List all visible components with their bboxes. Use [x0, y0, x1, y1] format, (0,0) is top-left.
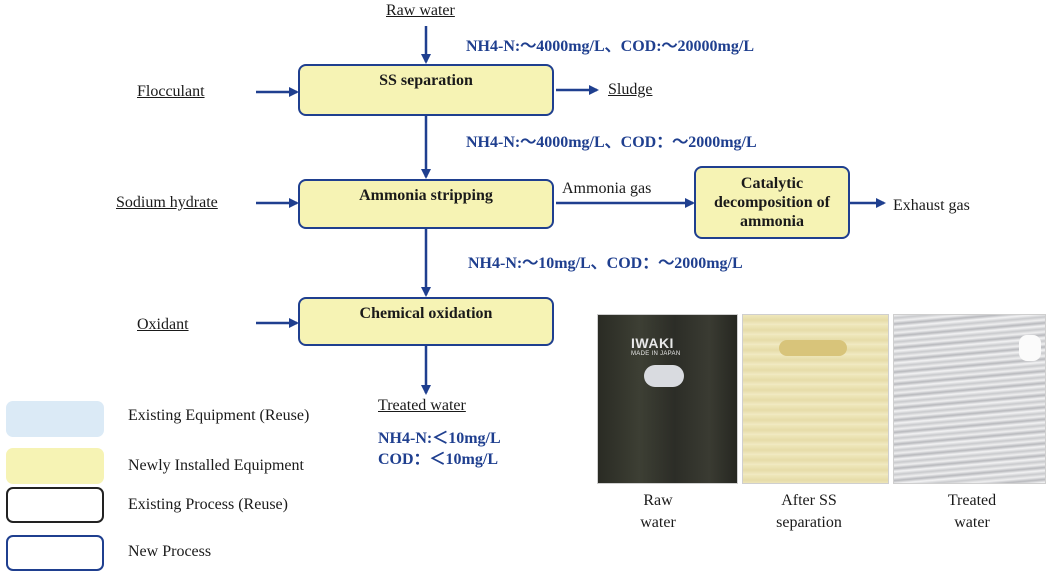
- catalytic-label-line2: decomposition of: [714, 193, 830, 211]
- ss-caption-line1: After SS: [781, 492, 837, 509]
- flocculant-label: Flocculant: [137, 83, 205, 100]
- legend-existing-equipment-label: Existing Equipment (Reuse): [128, 407, 310, 424]
- raw-water-photo: IWAKI MADE IN JAPAN: [597, 314, 738, 484]
- ammonia-stripping-box: Ammonia stripping: [298, 179, 554, 229]
- ss-separation-label: SS separation: [379, 72, 473, 89]
- bottle-sub: MADE IN JAPAN: [631, 351, 681, 357]
- bottle-brand: IWAKI: [631, 335, 674, 351]
- legend-existing-process-swatch: [6, 487, 104, 523]
- oxidant-label: Oxidant: [137, 316, 189, 333]
- legend-new-process-swatch: [6, 535, 104, 571]
- exhaust-gas-label: Exhaust gas: [893, 197, 970, 214]
- legend-existing-process-label: Existing Process (Reuse): [128, 496, 288, 513]
- raw-water-label: Raw water: [386, 2, 455, 19]
- catalytic-label-line1: Catalytic: [740, 174, 804, 192]
- raw-caption-line2: water: [640, 514, 676, 531]
- after-ss-caption: After SS separation: [755, 490, 863, 534]
- catalytic-decomposition-box: Catalytic decomposition of ammonia: [694, 166, 850, 239]
- chemical-oxidation-box: Chemical oxidation: [298, 297, 554, 346]
- catalytic-label-line3: ammonia: [740, 213, 804, 231]
- ammonia-stripping-label: Ammonia stripping: [359, 187, 493, 204]
- foam-layer: [779, 340, 847, 356]
- legend-new-equipment-label: Newly Installed Equipment: [128, 457, 304, 474]
- treated-nh4-concentration: NH4-N:＜10mg/L: [378, 430, 501, 447]
- ammonia-gas-label: Ammonia gas: [562, 180, 652, 197]
- after-ss-photo: [742, 314, 889, 484]
- sodium-hydrate-label: Sodium hydrate: [116, 194, 218, 211]
- after-ss-concentration: NH4-N:～4000mg/L、COD：～2000mg/L: [466, 134, 757, 151]
- ss-caption-line2: separation: [776, 514, 842, 531]
- legend-new-equipment-swatch: [6, 448, 104, 484]
- sludge-label: Sludge: [608, 81, 653, 98]
- bottle-white-label: [644, 365, 684, 387]
- treated-cod-concentration: COD：＜10mg/L: [378, 451, 499, 468]
- legend-new-process-label: New Process: [128, 543, 212, 560]
- raw-water-caption: Raw water: [617, 490, 699, 534]
- raw-concentration: NH4-N:～4000mg/L、COD:～20000mg/L: [466, 38, 754, 55]
- ss-separation-box: SS separation: [298, 64, 554, 116]
- treated-caption-line1: Treated: [947, 492, 997, 509]
- chemical-oxidation-label: Chemical oxidation: [359, 305, 493, 322]
- treated-water-caption: Treated water: [930, 490, 1014, 534]
- bottle-white-label-treated: [1019, 335, 1041, 361]
- legend-existing-equipment-swatch: [6, 401, 104, 437]
- treated-water-photo: [893, 314, 1046, 484]
- raw-caption-line1: Raw: [643, 492, 673, 509]
- treated-water-label: Treated water: [378, 397, 466, 414]
- after-stripping-concentration: NH4-N:～10mg/L、COD：～2000mg/L: [468, 255, 743, 272]
- treated-caption-line2: water: [954, 514, 990, 531]
- bottle-label-text: IWAKI MADE IN JAPAN: [631, 335, 711, 357]
